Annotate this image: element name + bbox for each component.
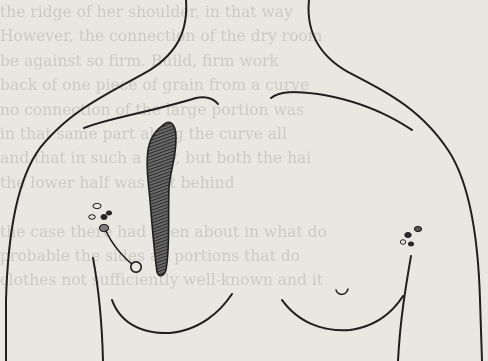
lesion-3 [101,215,107,220]
lesion-5 [99,224,108,231]
lesion-9 [408,242,413,246]
sternal-lesion-hatched [147,122,176,275]
right-axilla-lesions [89,203,112,231]
right-nipple [336,289,348,294]
right-clavicle [271,92,412,130]
right-breast-outline [282,296,403,330]
left-breast-outline [112,294,232,333]
nodule-stalk [106,231,132,264]
lesion-7 [405,233,411,238]
lesion-1 [93,203,101,208]
left-inner-arm-line [93,258,103,361]
lesion-4 [106,211,111,215]
left-axilla-lesions [400,226,421,246]
lesion-8 [400,240,405,244]
left-clavicle [84,97,218,128]
lesion-2 [89,215,95,219]
right-inner-arm-line [398,256,411,361]
pendant-nodule [131,262,141,272]
lesion-6 [414,226,421,231]
